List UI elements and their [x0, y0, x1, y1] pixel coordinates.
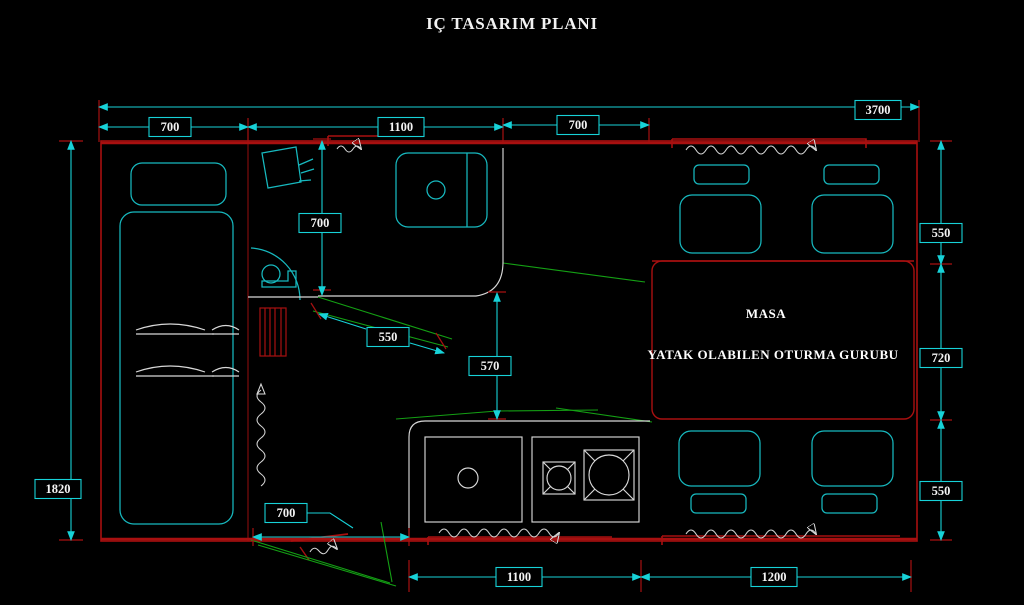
shower-arc: [250, 247, 301, 301]
shower-head-icon: [261, 146, 315, 189]
label-oturma-gurubu: YATAK OLABILEN OTURMA GURUBU: [647, 347, 898, 362]
seat-back-top-left: [693, 164, 750, 185]
seat-bottom-right: [811, 430, 894, 487]
dim-bottom-1200-text: 1200: [762, 570, 787, 584]
dim-top-overall: 3700: [854, 99, 902, 121]
dim-right-550-top-text: 550: [932, 226, 951, 240]
dim-left-1820-text: 1820: [46, 482, 71, 496]
dim-top-700-right-text: 700: [569, 118, 588, 132]
dim-interior-550-angled: 550: [366, 326, 410, 348]
cabinet-top-left: [130, 162, 227, 206]
dim-interior-550-angled-text: 550: [379, 330, 398, 344]
dim-top-1100: 1100: [377, 116, 425, 138]
room-labels-layer: MASA YATAK OLABILEN OTURMA GURUBU: [647, 306, 898, 362]
dim-top-overall-text: 3700: [866, 103, 891, 117]
walls-layer: [100, 135, 918, 561]
squiggle-arrow-door: [309, 546, 337, 555]
dim-right-550-bottom: 550: [919, 480, 963, 502]
dim-interior-700-door: 700: [264, 502, 308, 524]
bed: [119, 211, 234, 525]
dim-right-550-bottom-text: 550: [932, 484, 951, 498]
dim-interior-700-door-text: 700: [277, 506, 296, 520]
burner-large: [583, 449, 635, 501]
dim-bottom-1100: 1100: [495, 566, 543, 588]
label-masa: MASA: [746, 306, 786, 321]
squiggle-arrow-bed-side: [256, 382, 266, 487]
fixtures-layer: [135, 146, 816, 555]
seat-back-bottom-right: [821, 493, 878, 514]
furniture-layer: [119, 146, 894, 525]
dim-interior-700-bath-text: 700: [311, 216, 330, 230]
seat-top-right: [811, 194, 894, 254]
dim-interior-700-bath: 700: [298, 212, 342, 234]
dim-top-700-left: 700: [148, 116, 192, 138]
dim-left-1820: 1820: [34, 478, 82, 500]
sink-basin-lower: [424, 436, 523, 523]
cooktop: [531, 436, 640, 523]
dimension-lines-layer: [59, 100, 952, 592]
squiggle-arrow-bottom-right: [685, 530, 816, 539]
seat-back-top-right: [823, 164, 880, 185]
squiggle-arrow-bottom-kitchen: [438, 528, 559, 537]
seat-bottom-left: [678, 430, 761, 487]
dim-top-700-left-text: 700: [161, 120, 180, 134]
sink-basin-upper: [395, 152, 488, 228]
dim-right-720-text: 720: [932, 351, 951, 365]
dim-bottom-1200: 1200: [750, 566, 798, 588]
wc-fixture: [261, 264, 297, 288]
squiggle-arrow-top-right: [685, 146, 816, 155]
seat-back-bottom-left: [690, 493, 747, 514]
seat-top-left: [679, 194, 762, 254]
dimension-labels-layer: 3700 700 1100 700 1820 550 720 550 700 570 550 700 1…: [34, 99, 963, 588]
dim-top-1100-text: 1100: [389, 120, 413, 134]
dim-right-550-top: 550: [919, 222, 963, 244]
squiggle-arrow-top-kitchen: [336, 146, 361, 153]
dim-interior-570: 570: [468, 355, 512, 377]
burner-small: [542, 461, 576, 495]
dim-bottom-1100-text: 1100: [507, 570, 531, 584]
guide-lines-layer: [250, 262, 653, 587]
dim-interior-570-text: 570: [481, 359, 500, 373]
dim-right-720: 720: [919, 347, 963, 369]
page-title: IÇ TASARIM PLANI: [426, 14, 598, 33]
dim-top-700-right: 700: [556, 114, 600, 136]
